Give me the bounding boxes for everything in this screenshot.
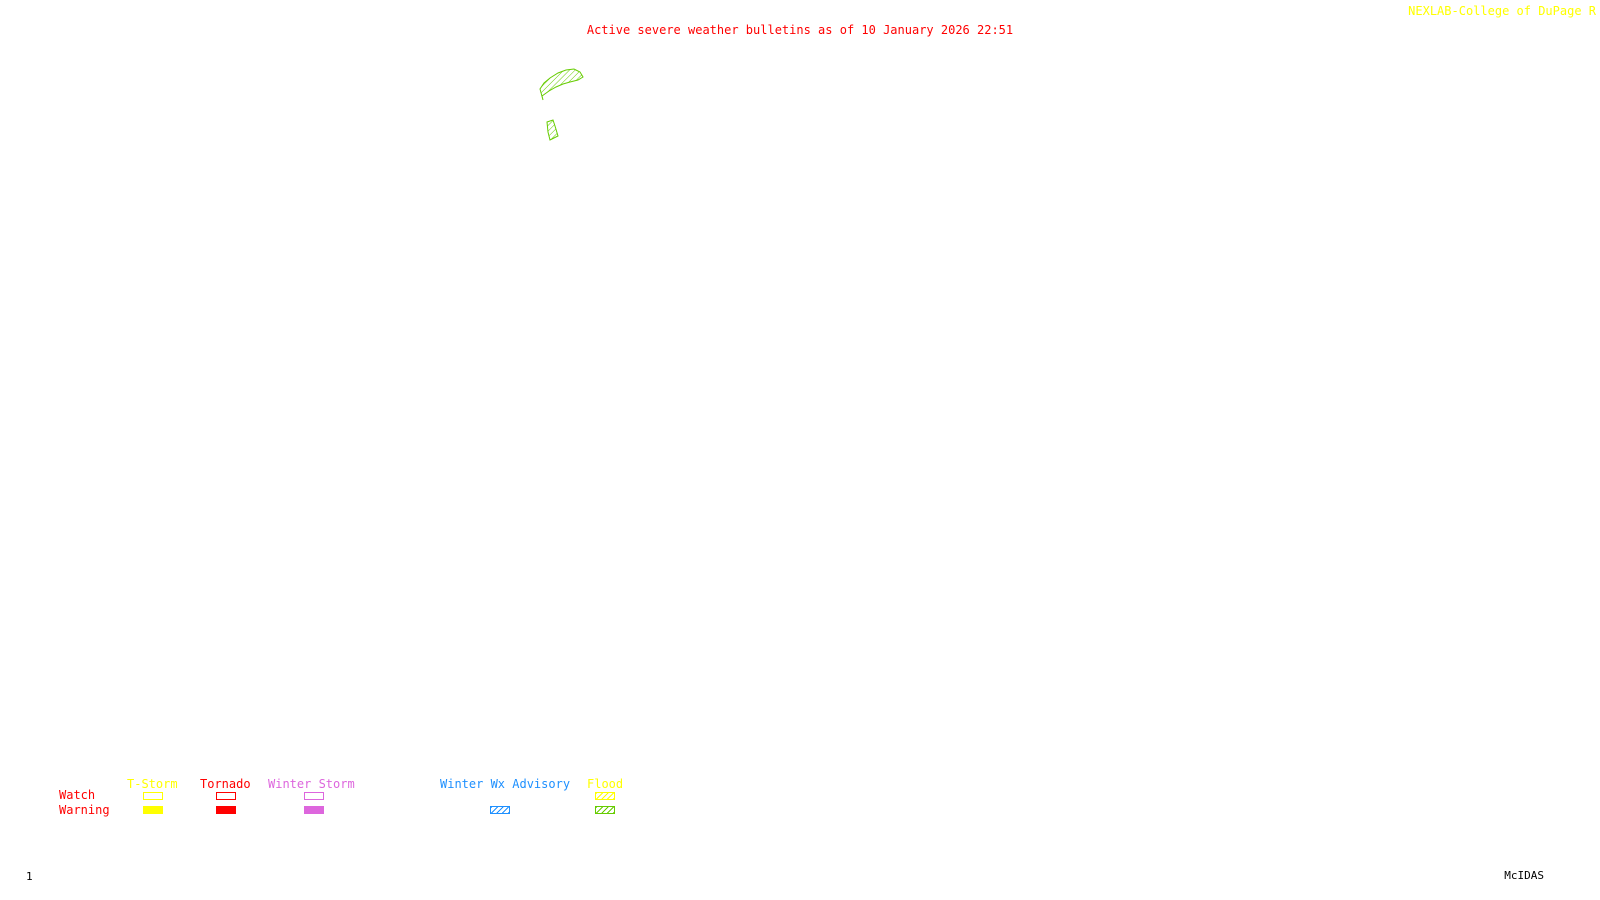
flood-watch-swatch	[595, 792, 615, 800]
winter-storm-watch-swatch	[304, 792, 324, 800]
page-title: Active severe weather bulletins as of 10…	[586, 23, 1014, 37]
legend-header-flood: Flood	[587, 777, 624, 791]
winter-storm-warning-swatch	[304, 806, 324, 814]
legend-header-winter-storm: Winter Storm	[268, 777, 355, 791]
flood-warning-area-south	[546, 119, 559, 141]
legend-row-warning: Warning	[59, 803, 110, 817]
flood-warning-swatch	[595, 806, 615, 814]
frame-number: 1	[26, 870, 33, 883]
tornado-warning-swatch	[216, 806, 236, 814]
winter-wx-advisory-swatch	[490, 806, 510, 814]
tstorm-warning-swatch	[143, 806, 163, 814]
legend-row-watch: Watch	[59, 788, 96, 802]
flood-warning-area-north	[539, 68, 584, 101]
legend-header-winter-wx-advisory: Winter Wx Advisory	[440, 777, 571, 791]
tornado-watch-swatch	[216, 792, 236, 800]
tstorm-watch-swatch	[143, 792, 163, 800]
legend-header-tornado: Tornado	[200, 777, 251, 791]
brand-label: McIDAS	[1504, 869, 1544, 882]
legend-header-tstorm: T-Storm	[127, 777, 178, 791]
source-credit: NEXLAB-College of DuPage R	[1408, 4, 1596, 18]
